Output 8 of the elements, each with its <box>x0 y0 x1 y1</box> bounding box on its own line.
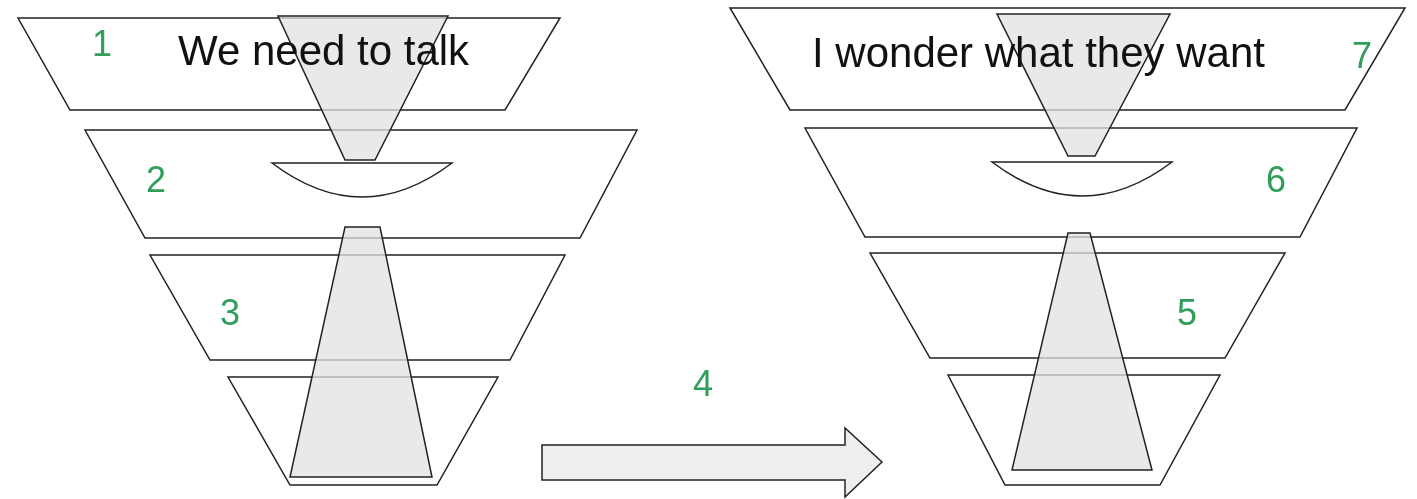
layer-number: 1 <box>92 26 113 62</box>
layer-number: 7 <box>1352 38 1373 74</box>
block-arrow <box>541 426 884 499</box>
layer-number: 3 <box>220 295 241 331</box>
layer-number: 6 <box>1266 162 1287 198</box>
edge-label: 4 <box>693 366 714 402</box>
layer-number: 2 <box>146 162 167 198</box>
layer-number: 5 <box>1177 295 1198 331</box>
